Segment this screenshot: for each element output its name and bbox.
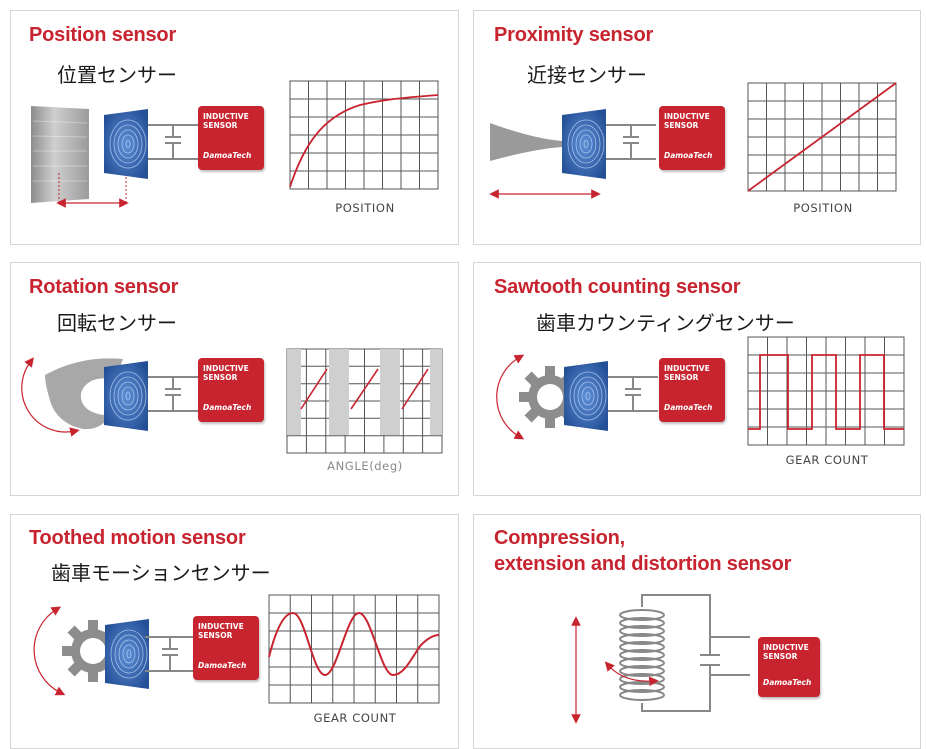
coil-icon: [564, 361, 608, 431]
coil-icon: [105, 619, 149, 689]
panel-toothed-motion-sensor: Toothed motion sensor 歯車モーションセンサー INDUCT…: [10, 514, 459, 749]
coil-icon: [562, 109, 606, 179]
target-plate-illustration: [31, 106, 129, 208]
capacitor-icon: [606, 124, 656, 160]
panel-title: Proximity sensor: [494, 24, 654, 46]
panel-title: Rotation sensor: [29, 276, 179, 298]
proximity-response-chart: [747, 82, 897, 192]
panel-subtitle: 近接センサー: [527, 63, 647, 87]
panel-title: Toothed motion sensor: [29, 527, 246, 549]
gear-count-sine-chart: [268, 594, 440, 704]
chart-caption: GEAR COUNT: [785, 453, 869, 467]
gear-count-square-chart: [747, 336, 905, 446]
panel-title: Sawtooth counting sensor: [494, 276, 741, 298]
panel-title-line1: Compression,: [494, 527, 625, 549]
capacitor-icon: [148, 376, 198, 412]
panel-title-line2: extension and distortion sensor: [494, 553, 792, 575]
coil-icon: [104, 361, 148, 431]
coil-icon: [104, 109, 148, 179]
target-cone-illustration: [489, 123, 601, 199]
position-response-chart: [289, 80, 439, 190]
spring-coil-circuit-illustration: [571, 594, 750, 724]
panel-sawtooth-counting-sensor: Sawtooth counting sensor 歯車カウンティングセンサー I…: [473, 262, 921, 496]
capacitor-icon: [145, 636, 195, 672]
chart-caption: POSITION: [335, 201, 395, 215]
panel-subtitle: 回転センサー: [57, 311, 177, 335]
chart-caption: ANGLE(deg): [327, 459, 403, 473]
panel-compression-extension-distortion-sensor: Compression, extension and distortion se…: [473, 514, 921, 749]
chart-caption: POSITION: [793, 201, 853, 215]
chart-caption: GEAR COUNT: [313, 711, 397, 725]
panel-subtitle: 歯車カウンティングセンサー: [536, 311, 795, 335]
panel-subtitle: 歯車モーションセンサー: [51, 561, 271, 585]
panel-title: Position sensor: [29, 24, 177, 46]
angle-response-chart: [286, 348, 443, 454]
capacitor-icon: [608, 376, 658, 412]
panel-subtitle: 位置センサー: [57, 63, 177, 87]
rotating-cam-illustration: [21, 357, 123, 437]
capacitor-icon: [148, 124, 198, 160]
